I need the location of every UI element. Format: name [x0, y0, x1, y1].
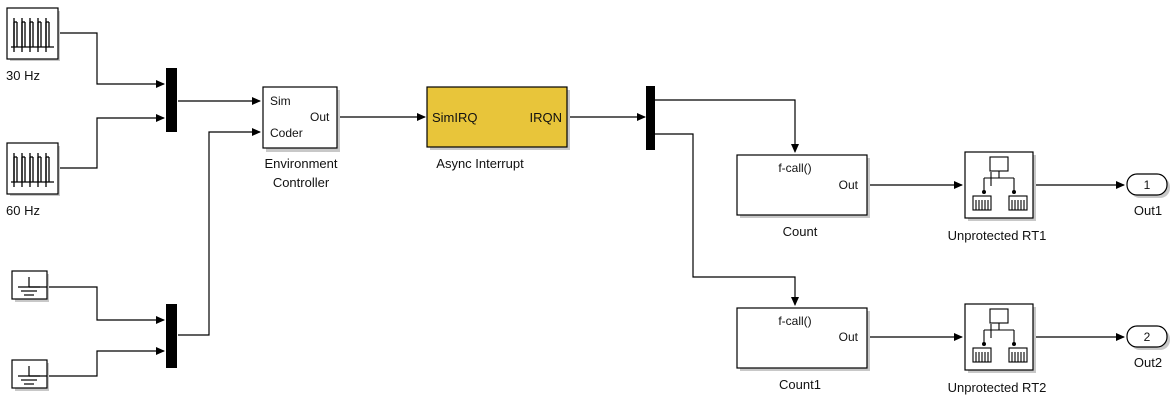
- out1-number: 1: [1144, 178, 1151, 192]
- signal-lines: [49, 32, 1125, 377]
- pulse-generator-30hz[interactable]: 30 Hz: [6, 7, 60, 83]
- port-out-label: Out: [310, 110, 330, 124]
- outport-out2[interactable]: 2 Out2: [1126, 325, 1170, 370]
- ground-block-1[interactable]: [11, 270, 49, 302]
- port-coder-label: Coder: [270, 126, 303, 140]
- count-func-label: f-call(): [778, 161, 811, 175]
- ground-icon: [18, 366, 47, 385]
- rate-transition-rt1-block[interactable]: Unprotected RT1: [948, 151, 1047, 243]
- rt-dot-icon: [982, 342, 986, 346]
- out1-label: Out1: [1134, 203, 1162, 218]
- signal-ground2-to-mux[interactable]: [49, 347, 165, 377]
- count-block[interactable]: f-call() Out Count: [736, 154, 870, 239]
- rt-dot-icon: [1012, 342, 1016, 346]
- environment-controller-block[interactable]: Sim Out Coder Environment Controller: [262, 86, 340, 190]
- rt-dot-icon: [982, 190, 986, 194]
- signal-ground1-to-mux[interactable]: [49, 286, 165, 324]
- count1-label: Count1: [779, 377, 821, 392]
- pulse-generator-60hz[interactable]: 60 Hz: [6, 142, 60, 218]
- rate-transition-rt2-block[interactable]: Unprotected RT2: [948, 303, 1047, 395]
- signal-demux-to-count[interactable]: [654, 99, 799, 153]
- port-simirq-label: SimIRQ: [432, 110, 478, 125]
- signal-demux-to-count1[interactable]: [654, 133, 799, 306]
- outport-out1[interactable]: 1 Out1: [1126, 173, 1170, 218]
- port-irqn-label: IRQN: [530, 110, 563, 125]
- port-sim-label: Sim: [270, 94, 291, 108]
- ground-block-2[interactable]: [11, 359, 49, 391]
- clock60-label: 60 Hz: [6, 203, 40, 218]
- clock30-label: 30 Hz: [6, 68, 40, 83]
- env-controller-label-line2: Controller: [273, 175, 330, 190]
- count1-port-out-label: Out: [839, 330, 859, 344]
- rate-transition-icon: [972, 156, 1028, 211]
- signal-mux-to-coder[interactable]: [178, 128, 261, 336]
- count1-func-label: f-call(): [778, 314, 811, 328]
- count-port-out-label: Out: [839, 178, 859, 192]
- signal-30hz-to-mux[interactable]: [59, 32, 165, 88]
- ground-icon: [18, 277, 47, 296]
- rt-dot-icon: [1012, 190, 1016, 194]
- out2-label: Out2: [1134, 355, 1162, 370]
- pulse-train-icon: [11, 18, 54, 52]
- out2-number: 2: [1144, 330, 1151, 344]
- pulse-train-icon: [11, 153, 54, 187]
- demux-bar[interactable]: [646, 86, 655, 150]
- async-interrupt-block[interactable]: SimIRQ IRQN Async Interrupt: [426, 86, 570, 171]
- signal-60hz-to-mux[interactable]: [59, 114, 165, 169]
- mux-bar-2[interactable]: [166, 304, 177, 368]
- rate-transition-icon: [972, 308, 1028, 363]
- rt2-label: Unprotected RT2: [948, 380, 1047, 395]
- mux-bar-1[interactable]: [166, 68, 177, 132]
- async-interrupt-label: Async Interrupt: [436, 156, 524, 171]
- env-controller-label-line1: Environment: [265, 156, 338, 171]
- rt1-label: Unprotected RT1: [948, 228, 1047, 243]
- count1-block[interactable]: f-call() Out Count1: [736, 307, 870, 392]
- count-label: Count: [783, 224, 818, 239]
